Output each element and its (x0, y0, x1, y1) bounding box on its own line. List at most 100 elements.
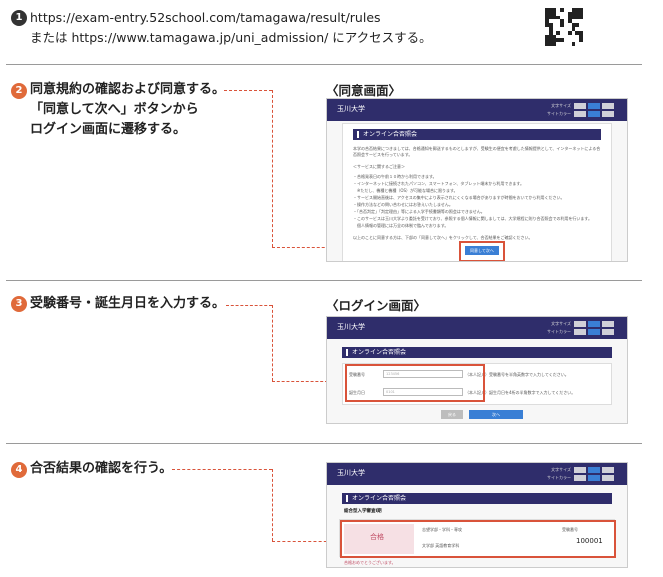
result-status: 合格 (370, 533, 384, 541)
agree-note-1: ・合格発表日の午前１０時から利用できます。 (353, 174, 437, 179)
ctl-color-btn-5[interactable] (588, 329, 600, 335)
login-title: オンライン合否照会 (342, 347, 612, 358)
ctl-color-btn-1[interactable] (574, 111, 586, 117)
qr-module (545, 19, 549, 24)
step-1-url[interactable]: https://exam-entry.52school.com/tamagawa… (30, 10, 381, 25)
ctl-size-label-2: 文字サイズ (551, 321, 571, 326)
birthday-hint: （本人記入）誕生月日を4桁の半角数字で入力してください。 (465, 390, 576, 395)
qr-module (560, 23, 564, 27)
ctl-size-btn-5[interactable] (588, 321, 600, 327)
qr-module (545, 34, 549, 39)
ctl-color-label-2: サイトカラー (547, 329, 571, 334)
agree-next-button[interactable]: 同意して次へ (465, 246, 499, 255)
agree-panel: オンライン合否照会 本学の合否結果につきましては、合格通知を郵送するものとします… (342, 123, 612, 261)
ctl-size-btn-4[interactable] (574, 321, 586, 327)
step-3-line1: 受験番号・誕生月日を入力する。 (30, 296, 226, 311)
qr-module (548, 38, 553, 43)
step-1-url-alt: または https://www.tamagawa.jp/uni_admissio… (30, 30, 432, 45)
step-2-line3: ログイン画面に遷移する。 (30, 122, 187, 137)
divider-3 (6, 443, 642, 444)
agree-note-5: ・操作方法などの問い合わせにはお答えいたしません。 (353, 202, 453, 207)
result-brand: 玉川大学 (337, 469, 365, 477)
step-2-line1: 同意規約の確認および同意する。 (30, 82, 226, 97)
qr-module (571, 11, 576, 16)
step-4-number: 4 (11, 462, 27, 478)
ctl-color-btn-2[interactable] (588, 111, 600, 117)
qr-module (556, 30, 561, 35)
ctl-size-btn-8[interactable] (588, 467, 600, 473)
ctl-color-btn-4[interactable] (574, 329, 586, 335)
result-controls: 文字サイズ サイトカラー (541, 466, 621, 482)
agree-closing: 以上のことに同意する方は、下部の「同意して次へ」をクリックして、合否結果をご確認… (353, 235, 533, 240)
qr-module (545, 15, 549, 20)
agree-screen-caption: 〈同意画面〉 (326, 83, 402, 98)
qr-module (571, 8, 576, 12)
connector-2b (272, 90, 273, 247)
step-2-number: 2 (11, 83, 27, 99)
login-next-button[interactable]: 次へ (469, 410, 523, 419)
qr-module (575, 30, 580, 35)
qr-module (579, 30, 583, 35)
qr-module (571, 42, 576, 46)
agree-note-2: ・インターネットに接続されたパソコン、スマートフォン、タブレット端末から利用でき… (353, 181, 524, 186)
login-screen-caption: 〈ログイン画面〉 (326, 298, 427, 313)
qr-module (552, 11, 557, 16)
result-panel: 合格 志望学部・学科・専攻 受験番号 文学部 英語教育学科 100001 (339, 519, 616, 558)
result-footer-note: 合格おめでとうございます。 (344, 560, 396, 565)
ctl-color-btn-7[interactable] (574, 475, 586, 481)
qr-module (579, 34, 583, 39)
ctl-size-btn-6[interactable] (602, 321, 614, 327)
ctl-color-btn-3[interactable] (602, 111, 614, 117)
agree-screen-image: 玉川大学 文字サイズ サイトカラー オンライン合否照会 本学の合否結果につきまし… (326, 98, 628, 262)
qr-module (548, 15, 553, 20)
step-3-number: 3 (11, 296, 27, 312)
qr-module (575, 23, 580, 27)
login-header: 玉川大学 文字サイズ サイトカラー (327, 317, 627, 339)
ctl-size-btn-9[interactable] (602, 467, 614, 473)
qr-module (548, 42, 553, 46)
result-pass-cell (344, 524, 414, 554)
ctl-color-btn-9[interactable] (602, 475, 614, 481)
result-col-number: 受験番号 (562, 527, 578, 532)
agree-note-6: ・「合否判定」「判定理由」等による入学手続書類等の照会はできません。 (353, 209, 485, 214)
ctl-size-btn-3[interactable] (602, 103, 614, 109)
ctl-color-btn-6[interactable] (602, 329, 614, 335)
qr-module (548, 23, 553, 27)
login-controls: 文字サイズ サイトカラー (541, 320, 621, 336)
qr-module (556, 38, 561, 43)
qr-module (567, 30, 572, 35)
birthday-input[interactable]: 0101 (383, 388, 463, 396)
ctl-color-btn-8[interactable] (588, 475, 600, 481)
qr-module (548, 34, 553, 39)
birthday-label: 誕生月日 (349, 390, 365, 395)
exam-number-input[interactable]: 123456 (383, 370, 463, 378)
ctl-color-label: サイトカラー (547, 111, 571, 116)
agree-service-heading: ＜サービスに関するご注意＞ (353, 164, 405, 169)
result-screen-image: 玉川大学 文字サイズ サイトカラー オンライン合否照会 総合型入学審査Ⅰ期 合格… (326, 462, 628, 568)
login-back-button[interactable]: 戻る (441, 410, 463, 419)
qr-module (552, 38, 557, 43)
result-highlight (340, 520, 616, 558)
qr-module (552, 15, 557, 20)
qr-module (548, 30, 553, 35)
ctl-size-btn-2[interactable] (588, 103, 600, 109)
agree-note-7: ・このサービスは玉川大学より委託を受けており、参照する個人情報に関しましては、大… (353, 216, 593, 221)
exam-number-label: 受験番号 (349, 372, 365, 377)
qr-module (545, 42, 549, 46)
qr-module (579, 38, 583, 43)
agree-note-4: ・サービス開始直後は、アクセスの集中により表示されにくくなる場合がありますが時間… (353, 195, 565, 200)
result-title: オンライン合否照会 (342, 493, 612, 504)
qr-code-icon (545, 8, 583, 46)
login-screen-image: 玉川大学 文字サイズ サイトカラー オンライン合否照会 受験番号 123456 … (326, 316, 628, 424)
result-exam-name: 総合型入学審査Ⅰ期 (344, 509, 382, 514)
ctl-size-btn-7[interactable] (574, 467, 586, 473)
connector-4b (272, 469, 273, 541)
qr-module (575, 8, 580, 12)
qr-module (567, 11, 572, 16)
exam-number-hint: （本人記入）受験番号を半角英数字で入力してください。 (465, 372, 569, 377)
ctl-size-label: 文字サイズ (551, 103, 571, 108)
ctl-size-btn-1[interactable] (574, 103, 586, 109)
qr-module (571, 27, 576, 31)
qr-module (552, 42, 557, 46)
step-4-line1: 合否結果の確認を行う。 (30, 461, 173, 476)
